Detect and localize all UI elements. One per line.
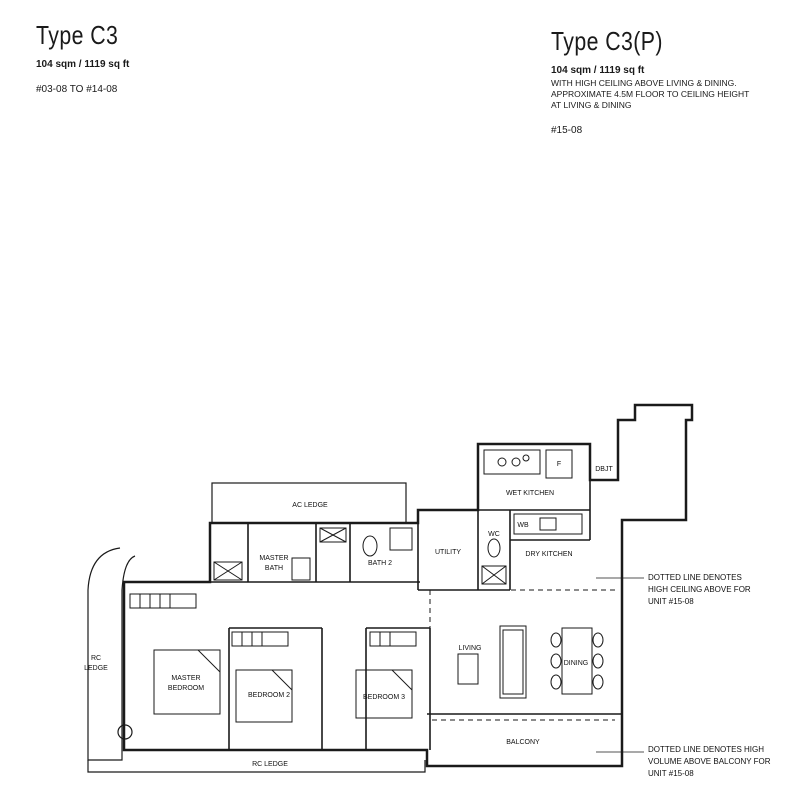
type-c3-units: #03-08 TO #14-08 xyxy=(36,84,118,95)
dry-kitchen-label: DRY KITCHEN xyxy=(525,551,572,558)
type-c3p-title: Type C3(P) xyxy=(551,26,663,56)
wet-kitchen-label: WET KITCHEN xyxy=(506,490,554,497)
rc-ledge-left-label-1: RC xyxy=(91,655,101,662)
ac-ledge-label: AC LEDGE xyxy=(292,502,328,509)
type-c3-title: Type C3 xyxy=(36,20,119,50)
wc-label: WC xyxy=(488,531,500,538)
type-c3p-area: 104 sqm / 1119 sq ft xyxy=(551,65,645,76)
balcony-note-2: VOLUME ABOVE BALCONY FOR xyxy=(648,757,771,766)
type-c3-area: 104 sqm / 1119 sq ft xyxy=(36,59,130,70)
ceiling-note-1: DOTTED LINE DENOTES xyxy=(648,573,742,582)
wb-label: WB xyxy=(517,522,529,529)
bath2-label: BATH 2 xyxy=(368,560,392,567)
type-c3-header: Type C3 104 sqm / 1119 sq ft #03-08 TO #… xyxy=(36,20,136,95)
type-c3p-header: Type C3(P) 104 sqm / 1119 sq ft WITH HIG… xyxy=(551,26,749,136)
high-ceiling-dotted-line xyxy=(429,589,618,721)
bedroom2-label: BEDROOM 2 xyxy=(248,692,290,699)
ceiling-note-2: HIGH CEILING ABOVE FOR xyxy=(648,585,751,594)
balcony-note-1: DOTTED LINE DENOTES HIGH xyxy=(648,745,764,754)
rc-ledge-left-label-2: LEDGE xyxy=(84,665,108,672)
dbjt-label: DBJT xyxy=(595,466,613,473)
beds xyxy=(153,649,413,723)
type-c3p-desc-3: AT LIVING & DINING xyxy=(551,100,632,110)
master-bedroom-label-1: MASTER xyxy=(171,675,200,682)
type-c3p-units: #15-08 xyxy=(551,125,583,136)
rc-ledge-bottom-outline xyxy=(87,760,426,773)
kitchen-fixtures xyxy=(483,449,583,535)
partition-walls xyxy=(210,480,622,750)
utility-label: UTILITY xyxy=(435,549,461,556)
dining-label: DINING xyxy=(564,660,589,667)
master-bath-label-1: MASTER xyxy=(259,555,288,562)
balcony-label: BALCONY xyxy=(506,739,540,746)
bedroom3-label: BEDROOM 3 xyxy=(363,694,405,701)
wardrobes xyxy=(129,593,417,647)
apartment-outer-wall xyxy=(122,403,694,768)
living-label: LIVING xyxy=(459,645,482,652)
fridge-label: F xyxy=(557,461,561,468)
rc-ledge-left-outline xyxy=(87,547,136,761)
master-bath-label-2: BATH xyxy=(265,565,283,572)
ceiling-note-3: UNIT #15-08 xyxy=(648,597,694,606)
type-c3p-desc-2: APPROXIMATE 4.5m FLOOR TO CEILING HEIGHT xyxy=(551,89,750,99)
living-dining-furniture xyxy=(457,625,604,699)
rc-ledge-bottom-label: RC LEDGE xyxy=(252,761,288,768)
balcony-note-3: UNIT #15-08 xyxy=(648,769,694,778)
bath-fixtures xyxy=(213,527,507,585)
master-bedroom-label-2: BEDROOM xyxy=(168,685,204,692)
type-c3p-desc-1: WITH HIGH CEILING ABOVE LIVING & DINING. xyxy=(551,78,737,88)
